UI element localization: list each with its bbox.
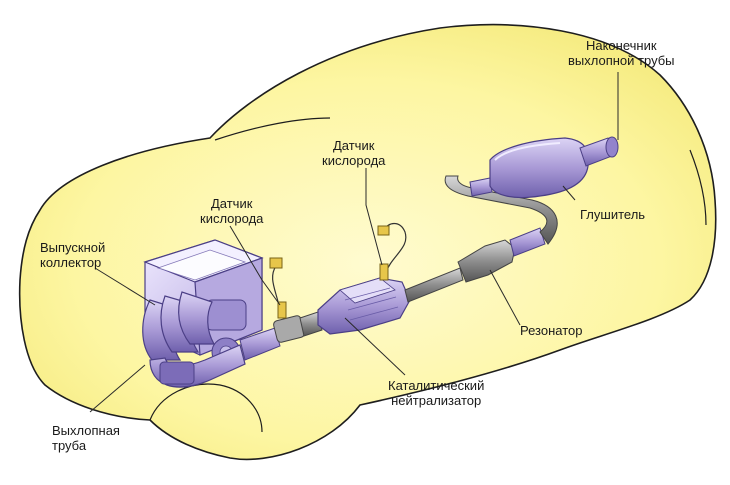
car-body-outline (18, 23, 717, 461)
mid-pipe (404, 267, 464, 303)
front-wheel-arch (149, 383, 263, 433)
catalytic-converter (317, 277, 411, 335)
leader-exhaust-pipe (89, 364, 146, 413)
oxygen-sensor-rear (377, 222, 407, 281)
leader-manifold (94, 267, 156, 306)
leader-catalytic (344, 317, 406, 376)
label-oxygen-sensor-rear: Датчик кислорода (322, 138, 386, 168)
label-oxygen-sensor-front: Датчик кислорода (200, 196, 264, 226)
label-tailpipe-tip: Наконечник выхлопной трубы (568, 38, 675, 68)
muffler (469, 137, 590, 199)
exhaust-manifold (142, 291, 246, 388)
leader-muffler (562, 185, 576, 201)
label-exhaust-manifold: Выпускной коллектор (40, 240, 106, 270)
leader-oxygen-front (229, 225, 281, 306)
oxygen-sensor-front (269, 257, 287, 319)
resonator (457, 227, 546, 283)
car-rear-line (689, 149, 707, 226)
label-muffler: Глушитель (580, 207, 646, 222)
leader-resonator (489, 269, 521, 326)
label-exhaust-pipe: Выхлопная труба (52, 423, 120, 453)
leader-oxygen-rear (365, 168, 383, 266)
tailpipe-tip (579, 136, 619, 167)
car-roof-line (214, 117, 331, 141)
label-catalytic-converter: Каталитический нейтрализатор (388, 378, 485, 408)
label-resonator: Резонатор (520, 323, 583, 338)
